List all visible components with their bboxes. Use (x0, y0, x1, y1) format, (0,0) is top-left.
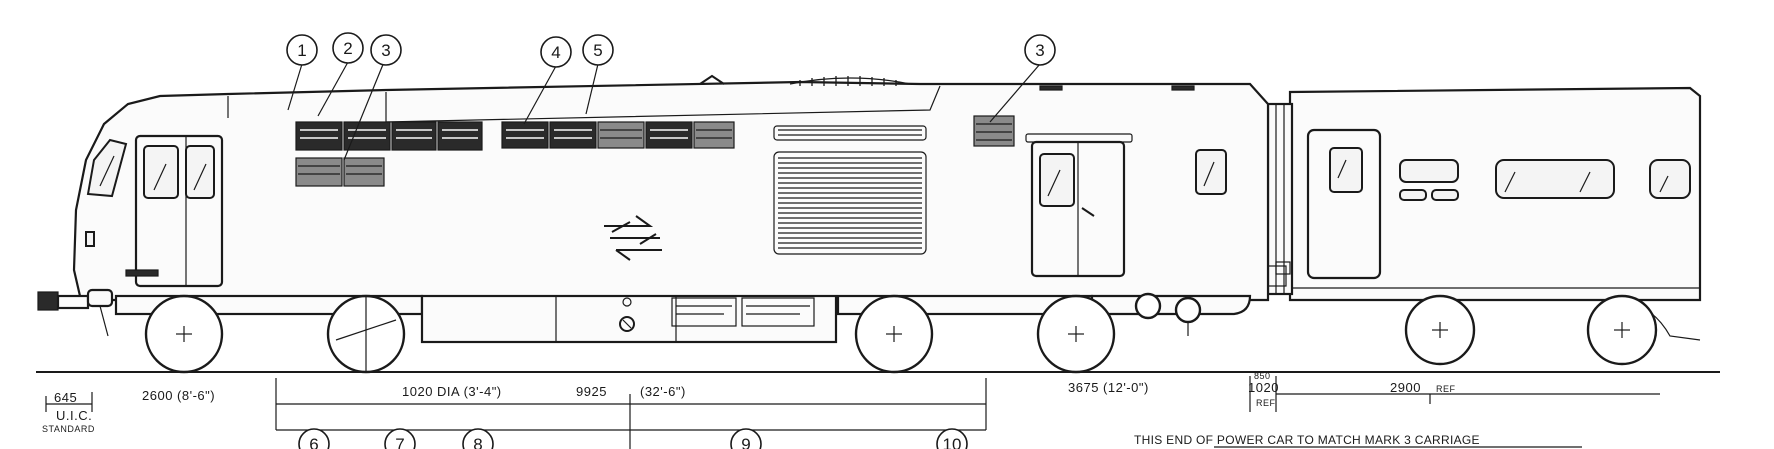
equipment-box (671, 297, 815, 327)
rear-valance (1090, 294, 1252, 316)
side-grilles-front (295, 121, 483, 187)
roof-horn (699, 74, 725, 85)
callout-top-circle-5 (582, 34, 614, 66)
rear-coupler-box (1275, 261, 1291, 275)
dimension-labels: 645 U.I.C. STANDARD 2600 (8'-6") 1020 DI… (42, 371, 1456, 434)
side-grille-rear (973, 115, 1015, 147)
guards-van-door (1025, 133, 1133, 278)
dim-carriage-wheelbase: 2900 (1390, 380, 1421, 395)
mark3-note: THIS END OF POWER CAR TO MATCH MARK 3 CA… (1134, 433, 1582, 448)
radiator-grille (773, 125, 927, 255)
callout-top-circle-4 (540, 36, 572, 68)
callout-top-label-4: 4 (551, 43, 560, 62)
underframe (37, 288, 1252, 344)
callout-bottom-circle-3 (462, 428, 494, 449)
cab-step (125, 269, 159, 277)
callouts-bottom: 6 7 8 9 10 (298, 428, 968, 449)
fuel-tank (420, 294, 838, 344)
callout-top-circle-3 (370, 34, 402, 66)
callout-bottom-label-4: 9 (741, 435, 750, 449)
front-coupler (37, 288, 114, 337)
callout-top-label-3: 3 (381, 41, 390, 60)
dim-uic-label: U.I.C. (56, 408, 92, 423)
callout-bottom-circle-2 (384, 428, 416, 449)
callout-bottom-circle-1 (298, 428, 330, 449)
callout-bottom-circle-4 (730, 428, 762, 449)
callout-bottom-circle-5 (936, 428, 968, 449)
power-car (37, 74, 1291, 374)
cab-door (125, 134, 224, 288)
dim-coupler-offset: 645 (54, 390, 77, 405)
dim-gangway-upper: 850 (1254, 371, 1271, 381)
callout-bottom-label-1: 6 (309, 435, 318, 449)
callouts-top: 1 2 3 4 5 3 (286, 32, 1056, 68)
british-rail-double-arrow-icon (604, 215, 662, 261)
callout-top-circle-6 (1024, 34, 1056, 66)
callout-top-label-1: 1 (297, 41, 306, 60)
carriage-window-small (1399, 159, 1459, 201)
roof-equipment-line (385, 85, 941, 123)
dim-gangway-lower: 1020 (1248, 380, 1279, 395)
dim-bogie-centres-imperial: (32'-6") (640, 384, 686, 399)
brake-cylinder (1134, 292, 1202, 336)
dim-standard-label: STANDARD (42, 424, 95, 434)
dim-wheel-diameter: 1020 DIA (3'-4") (402, 384, 502, 399)
rear-bogie-wheel-2 (1036, 294, 1116, 374)
callout-top-circle-2 (332, 32, 364, 64)
carriage-door (1306, 128, 1382, 280)
roof-marker (1039, 85, 1063, 91)
carriage-bogie-wheel-1 (1404, 294, 1476, 366)
rear-side-window (1195, 149, 1227, 195)
front-bogie-wheel-2 (326, 294, 406, 374)
carriage-bogie-wheel-2 (1586, 294, 1658, 366)
dim-rear-overhang: 3675 (12'-0") (1068, 380, 1149, 395)
callout-top-label-6: 3 (1035, 41, 1044, 60)
dim-carriage-ref: REF (1436, 384, 1456, 394)
mark3-carriage (1288, 86, 1702, 366)
callout-bottom-label-5: 10 (943, 435, 962, 449)
fuel-filler-icon (619, 297, 635, 332)
callout-top-label-5: 5 (593, 41, 602, 60)
rear-bogie-wheel-1 (854, 294, 934, 374)
carriage-window-cutoff (1649, 159, 1691, 199)
callout-bottom-label-2: 7 (395, 435, 404, 449)
callout-bottom-label-3: 8 (473, 435, 482, 449)
dim-gangway-ref: REF (1256, 398, 1276, 408)
callout-top-circle-1 (286, 34, 318, 66)
roof-marker-2 (1171, 85, 1195, 91)
headlight (85, 231, 95, 247)
roof-fan-housing (789, 77, 911, 85)
callout-top-label-2: 2 (343, 39, 352, 58)
roof-fan-grille (799, 76, 897, 86)
callout-leaders (287, 61, 1041, 161)
carriage-window-large (1495, 159, 1615, 199)
cab-windscreen (86, 138, 128, 198)
dim-front-wheelbase: 2600 (8'-6") (142, 388, 215, 403)
side-grilles-middle (501, 121, 735, 149)
dim-bogie-centres: 9925 (576, 384, 607, 399)
front-bogie-wheel-1 (144, 294, 224, 374)
note-text: THIS END OF POWER CAR TO MATCH MARK 3 CA… (1134, 433, 1480, 447)
